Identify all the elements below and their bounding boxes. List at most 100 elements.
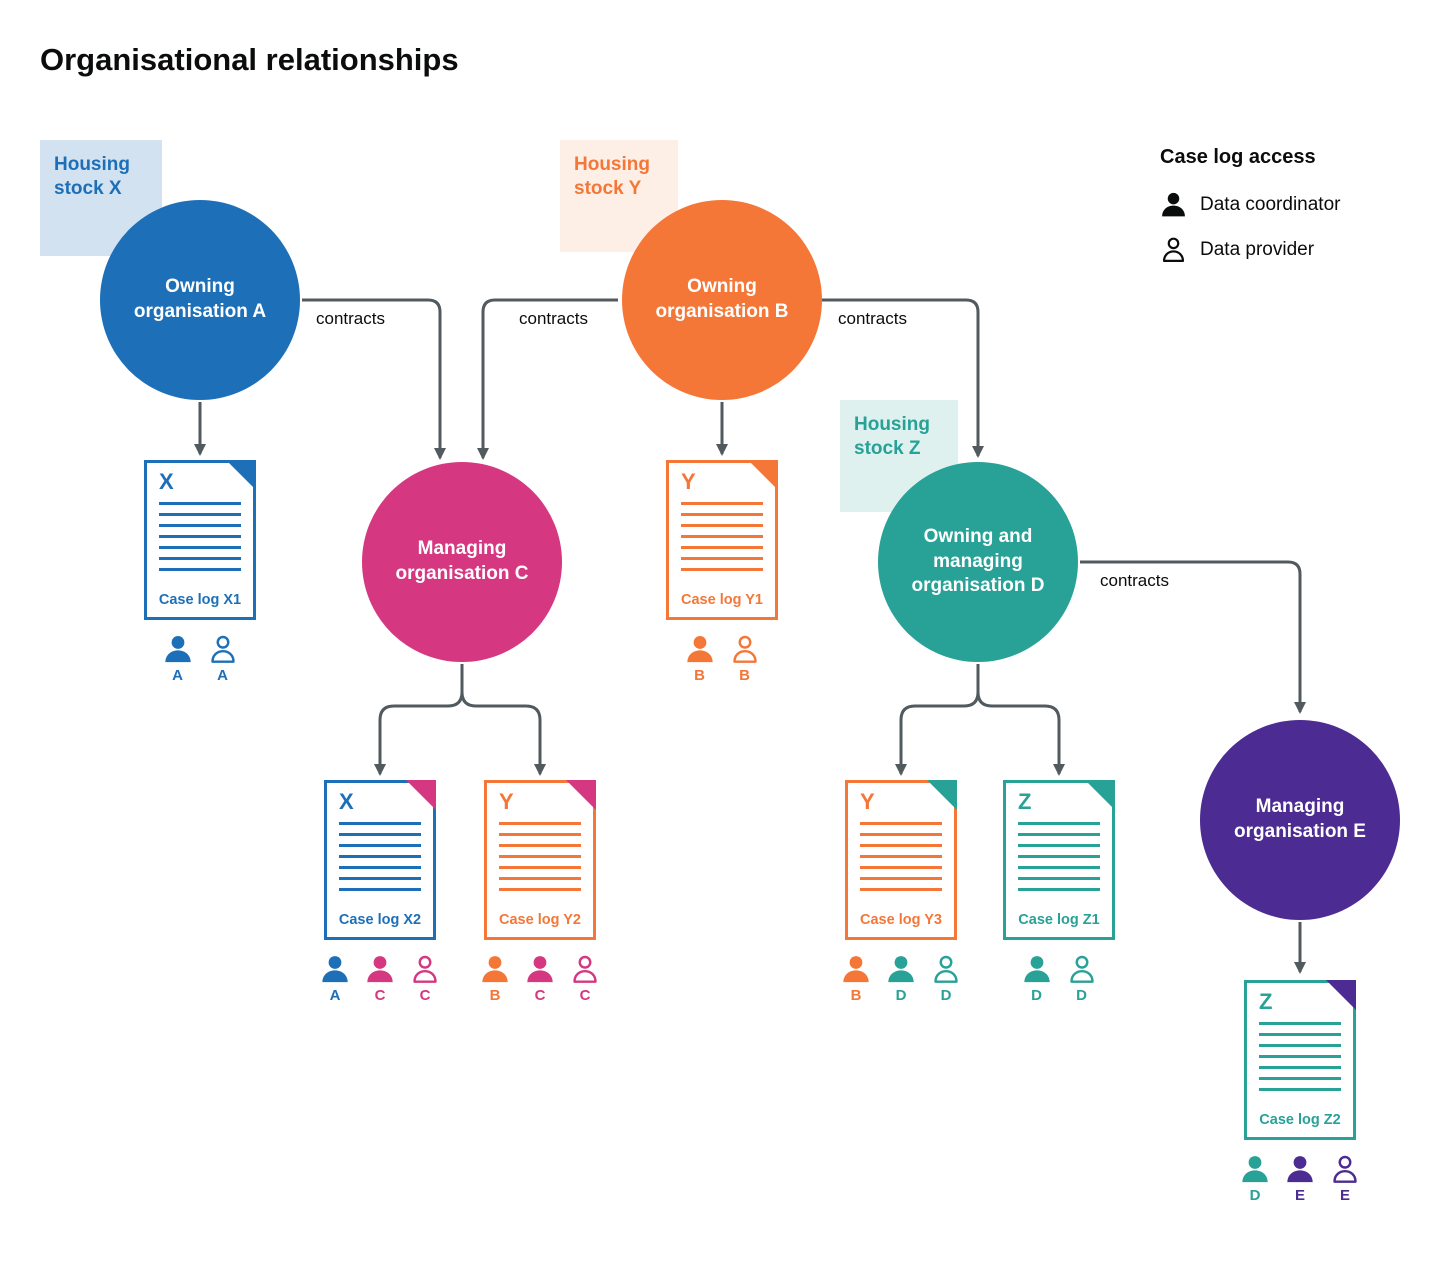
contracts-label: contracts [519,309,588,328]
access-person: E [1326,1154,1364,1204]
access-person-letter: D [1031,987,1042,1004]
access-person-letter: B [694,667,705,684]
doc-letter: X [339,789,354,814]
doc-label: Case log Y3 [860,912,942,928]
org-a-label: Owning organisation A [133,276,267,322]
housing-stock-z-label: Housing stock Z [840,400,958,512]
org-b-label: Owning organisation B [655,276,789,322]
data-coordinator-icon [322,956,348,983]
contracts-label: contracts [838,309,907,328]
data-coordinator-icon [367,956,393,983]
case-log-z2-document: Z Case log Z2 [1244,980,1356,1140]
access-person-letter: B [739,667,750,684]
data-provider-icon [1162,237,1185,262]
case-log-y3-access: B D D [801,954,1001,1004]
doc-label: Case log Y1 [681,592,763,608]
access-person-letter: C [419,987,431,1004]
access-person: C [406,954,444,1004]
org-a-node: Owning organisation A [100,200,300,400]
legend-title: Case log access [1160,146,1316,168]
data-provider-icon [1333,1155,1357,1183]
arrow-d-to-y3 [895,664,980,776]
org-c-node: Managing organisation C [362,462,562,662]
access-person: D [1236,1154,1274,1204]
arrow-b-to-c [477,298,618,460]
data-coordinator-icon [1242,1156,1268,1183]
contracts-label: contracts [1100,571,1169,590]
legend: Case log access Data coordinator Data pr… [1160,146,1340,281]
access-person: A [204,634,242,684]
doc-text-lines [669,502,775,572]
access-person-letter: E [1339,1187,1350,1204]
doc-fold-corner [1326,980,1356,1010]
access-person: B [681,634,719,684]
org-e-node: Managing organisation E [1200,720,1400,920]
data-provider-icon [732,635,757,663]
doc-fold-corner [566,780,596,810]
data-provider-icon [573,955,597,983]
legend-item-label: Data coordinator [1200,193,1341,215]
arrow-a-to-c [302,298,446,460]
org-d-node: Owning and managing organisation D [878,462,1078,662]
doc-text-lines [147,502,253,572]
access-person-letter: B [850,987,862,1004]
case-log-y1-access: B B [622,634,822,684]
access-person-letter: E [1294,1187,1305,1204]
access-person: E [1281,1154,1319,1204]
case-log-x2-document: X Case log X2 [324,780,436,940]
access-person-letter: D [1249,1187,1261,1204]
data-coordinator-icon [1023,956,1050,983]
doc-fold-corner [748,460,778,490]
case-log-x2-access: A C C [280,954,480,1004]
arrow-d-to-z1 [976,664,1065,776]
arrow-c-to-y2 [460,664,546,776]
doc-letter: Z [1259,989,1273,1014]
access-person: B [476,954,514,1004]
doc-text-lines [487,822,593,892]
data-coordinator-icon [482,956,508,983]
doc-label: Case log Z2 [1259,1112,1341,1128]
org-c-label: Managing organisation C [395,538,529,584]
access-person: C [521,954,559,1004]
access-person-letter: A [329,987,341,1004]
access-person: A [159,634,197,684]
doc-text-lines [848,822,954,892]
case-log-y2-access: B C C [440,954,640,1004]
data-provider-icon [1069,955,1094,983]
access-person: D [1018,954,1056,1004]
access-person-letter: C [579,987,591,1004]
case-log-z1-access: D D [959,954,1159,1004]
access-person-letter: D [940,987,952,1004]
doc-letter: X [159,469,174,494]
data-provider-icon [413,955,437,983]
org-e-label: Managing organisation E [1234,796,1366,842]
arrow-d-to-e [1080,560,1306,714]
access-person: B [837,954,875,1004]
access-person-letter: A [217,667,228,684]
doc-text-lines [327,822,433,892]
doc-fold-corner [226,460,256,490]
contracts-label: contracts [316,309,385,328]
access-person: C [361,954,399,1004]
data-coordinator-icon [843,956,869,983]
case-log-x1-document: X Case log X1 [144,460,256,620]
page-title: Organisational relationships [40,42,459,77]
doc-fold-corner [1085,780,1115,810]
case-log-y3-document: Y Case log Y3 [845,780,957,940]
access-person: A [316,954,354,1004]
data-coordinator-icon [686,636,713,663]
doc-label: Case log X2 [338,912,422,928]
case-log-z1-document: Z Case log Z1 [1003,780,1115,940]
case-log-z2-access: D E E [1200,1154,1400,1204]
access-person: D [1063,954,1101,1004]
access-person-letter: B [489,987,501,1004]
doc-fold-corner [406,780,436,810]
access-person-letter: C [534,987,546,1004]
doc-label: Case log X1 [158,592,242,608]
legend-item-label: Data provider [1200,238,1315,260]
arrow-b-to-d [822,298,984,458]
data-provider-icon [210,635,235,663]
data-provider-icon [934,955,958,983]
